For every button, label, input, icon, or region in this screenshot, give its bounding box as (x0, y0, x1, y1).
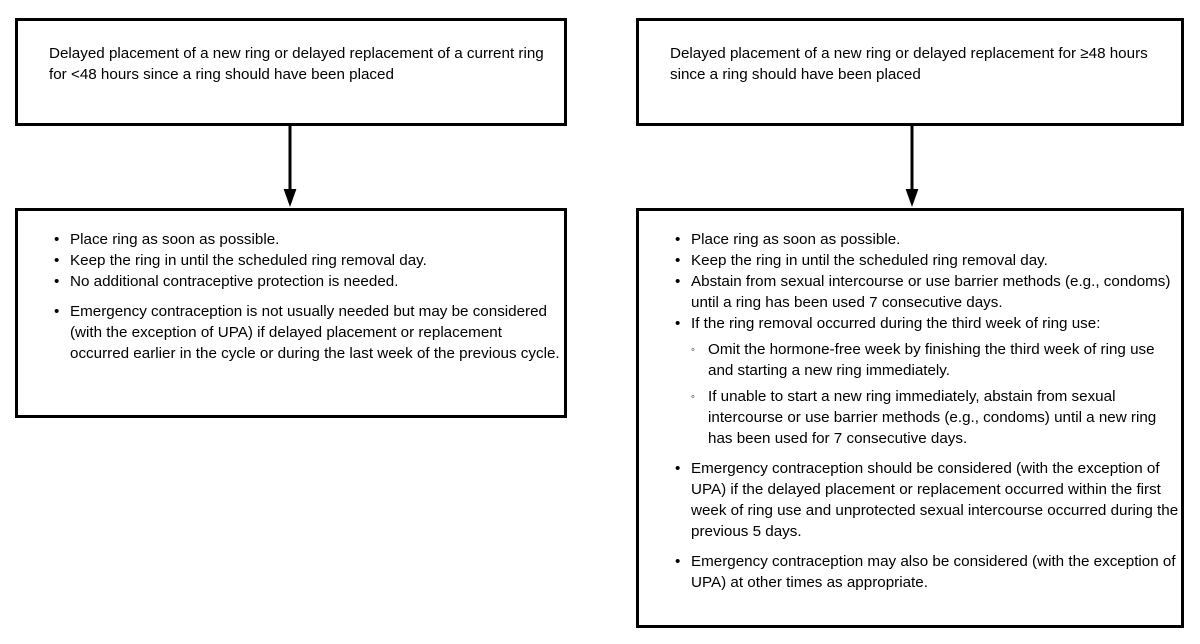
bullet-icon: • (54, 252, 60, 269)
list-item: • Place ring as soon as possible. (639, 229, 1181, 250)
bullet-icon: • (54, 303, 60, 320)
condition-text: Delayed placement of a new ring or delay… (670, 45, 1148, 83)
actions-box-greater-or-equal-48-hours: • Place ring as soon as possible. • Keep… (636, 208, 1184, 628)
bullet-icon: • (675, 315, 681, 332)
condition-box-less-than-48-hours: Delayed placement of a new ring or delay… (15, 18, 567, 126)
actions-box-less-than-48-hours: • Place ring as soon as possible. • Keep… (15, 208, 567, 418)
bullet-icon: • (675, 460, 681, 477)
list-item-text: Emergency contraception should be consid… (691, 460, 1179, 540)
bullet-icon: • (675, 553, 681, 570)
list-item: • Emergency contraception is not usually… (18, 301, 564, 364)
sub-list-item-text: If unable to start a new ring immediatel… (708, 388, 1157, 447)
condition-text: Delayed placement of a new ring or delay… (49, 45, 544, 83)
sub-list-item-text: Omit the hormone-free week by finishing … (708, 341, 1155, 379)
branch-greater-or-equal-48-hours: Delayed placement of a new ring or delay… (636, 18, 1184, 628)
action-list: • Place ring as soon as possible. • Keep… (18, 211, 564, 364)
condition-box-greater-or-equal-48-hours: Delayed placement of a new ring or delay… (636, 18, 1184, 126)
list-item-text: Keep the ring in until the scheduled rin… (70, 252, 427, 269)
list-item-text: Abstain from sexual intercourse or use b… (691, 273, 1171, 311)
down-arrow-icon (283, 126, 297, 208)
list-item-text: No additional contraceptive protection i… (70, 273, 399, 290)
list-item: • Emergency contraception should be cons… (639, 458, 1181, 542)
list-item: • No additional contraceptive protection… (18, 271, 564, 292)
hollow-bullet-icon: ◦ (691, 344, 695, 356)
sub-list-item: ◦ Omit the hormone-free week by finishin… (639, 339, 1181, 381)
bullet-icon: • (54, 273, 60, 290)
branch-less-than-48-hours: Delayed placement of a new ring or delay… (15, 18, 567, 418)
sub-list-item: ◦ If unable to start a new ring immediat… (639, 386, 1181, 449)
list-item-text: Keep the ring in until the scheduled rin… (691, 252, 1048, 269)
hollow-bullet-icon: ◦ (691, 391, 695, 403)
list-item: • Abstain from sexual intercourse or use… (639, 271, 1181, 313)
bullet-icon: • (54, 231, 60, 248)
list-item: • If the ring removal occurred during th… (639, 313, 1181, 334)
bullet-icon: • (675, 273, 681, 290)
list-item-text: Place ring as soon as possible. (70, 231, 280, 248)
bullet-icon: • (675, 252, 681, 269)
action-list: • Place ring as soon as possible. • Keep… (639, 211, 1181, 593)
list-item-text: Emergency contraception is not usually n… (70, 303, 560, 362)
list-item-text: Place ring as soon as possible. (691, 231, 901, 248)
list-item-text: Emergency contraception may also be cons… (691, 553, 1176, 591)
list-item: • Keep the ring in until the scheduled r… (639, 250, 1181, 271)
action-sublist: ◦ Omit the hormone-free week by finishin… (639, 339, 1181, 449)
bullet-icon: • (675, 231, 681, 248)
list-item: • Emergency contraception may also be co… (639, 551, 1181, 593)
list-item: • Place ring as soon as possible. (18, 229, 564, 250)
list-item-text: If the ring removal occurred during the … (691, 315, 1101, 332)
list-item: • Keep the ring in until the scheduled r… (18, 250, 564, 271)
down-arrow-icon (905, 126, 919, 208)
